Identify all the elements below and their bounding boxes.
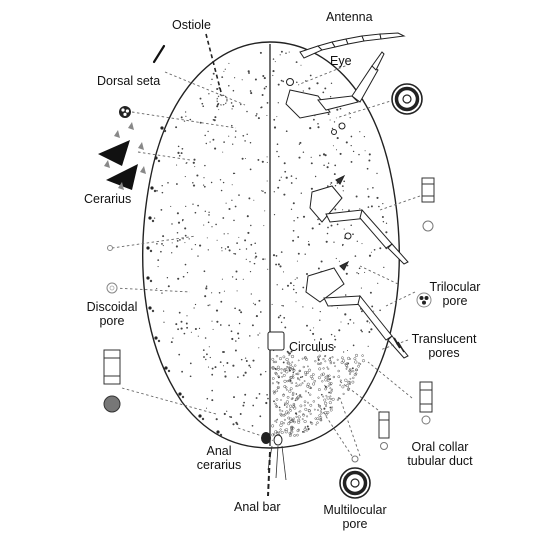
dorsal-seta-detail (152, 44, 166, 64)
multilocular-pore-detail-lower (339, 467, 371, 499)
body-outline (142, 41, 400, 449)
label-anal-bar: Anal bar (234, 500, 281, 514)
circulus (267, 331, 285, 351)
trilocular-pore-detail-left (119, 106, 131, 118)
label-cerarius: Cerarius (84, 192, 132, 206)
eye (286, 78, 294, 86)
oral-collar-duct-detail-right (378, 381, 433, 450)
oral-collar-duct-detail-upper-right (421, 177, 435, 232)
label-ostiole: Ostiole (172, 18, 211, 32)
label-circulus: Circulus (289, 340, 335, 354)
label-eye: Eye (330, 54, 352, 68)
multilocular-pore-detail-upper (391, 83, 423, 115)
anal-cerarius (261, 432, 271, 444)
leader-lines (111, 33, 421, 457)
label-antenna: Antenna (326, 10, 373, 24)
antenna (299, 32, 406, 59)
label-dorsal-seta: Dorsal seta (97, 74, 161, 88)
marginal-cerarii (146, 126, 223, 437)
middle-leg (309, 174, 409, 265)
anal-bar-leader (267, 451, 271, 497)
front-leg (285, 51, 385, 135)
oral-collar-duct-detail-left (103, 349, 121, 413)
anal-setae (267, 445, 287, 481)
cerarius-detail (98, 122, 146, 190)
trilocular-pore-detail-right (416, 292, 432, 308)
cuticle-stipple (153, 50, 388, 441)
ventral-pore-field (271, 353, 366, 440)
